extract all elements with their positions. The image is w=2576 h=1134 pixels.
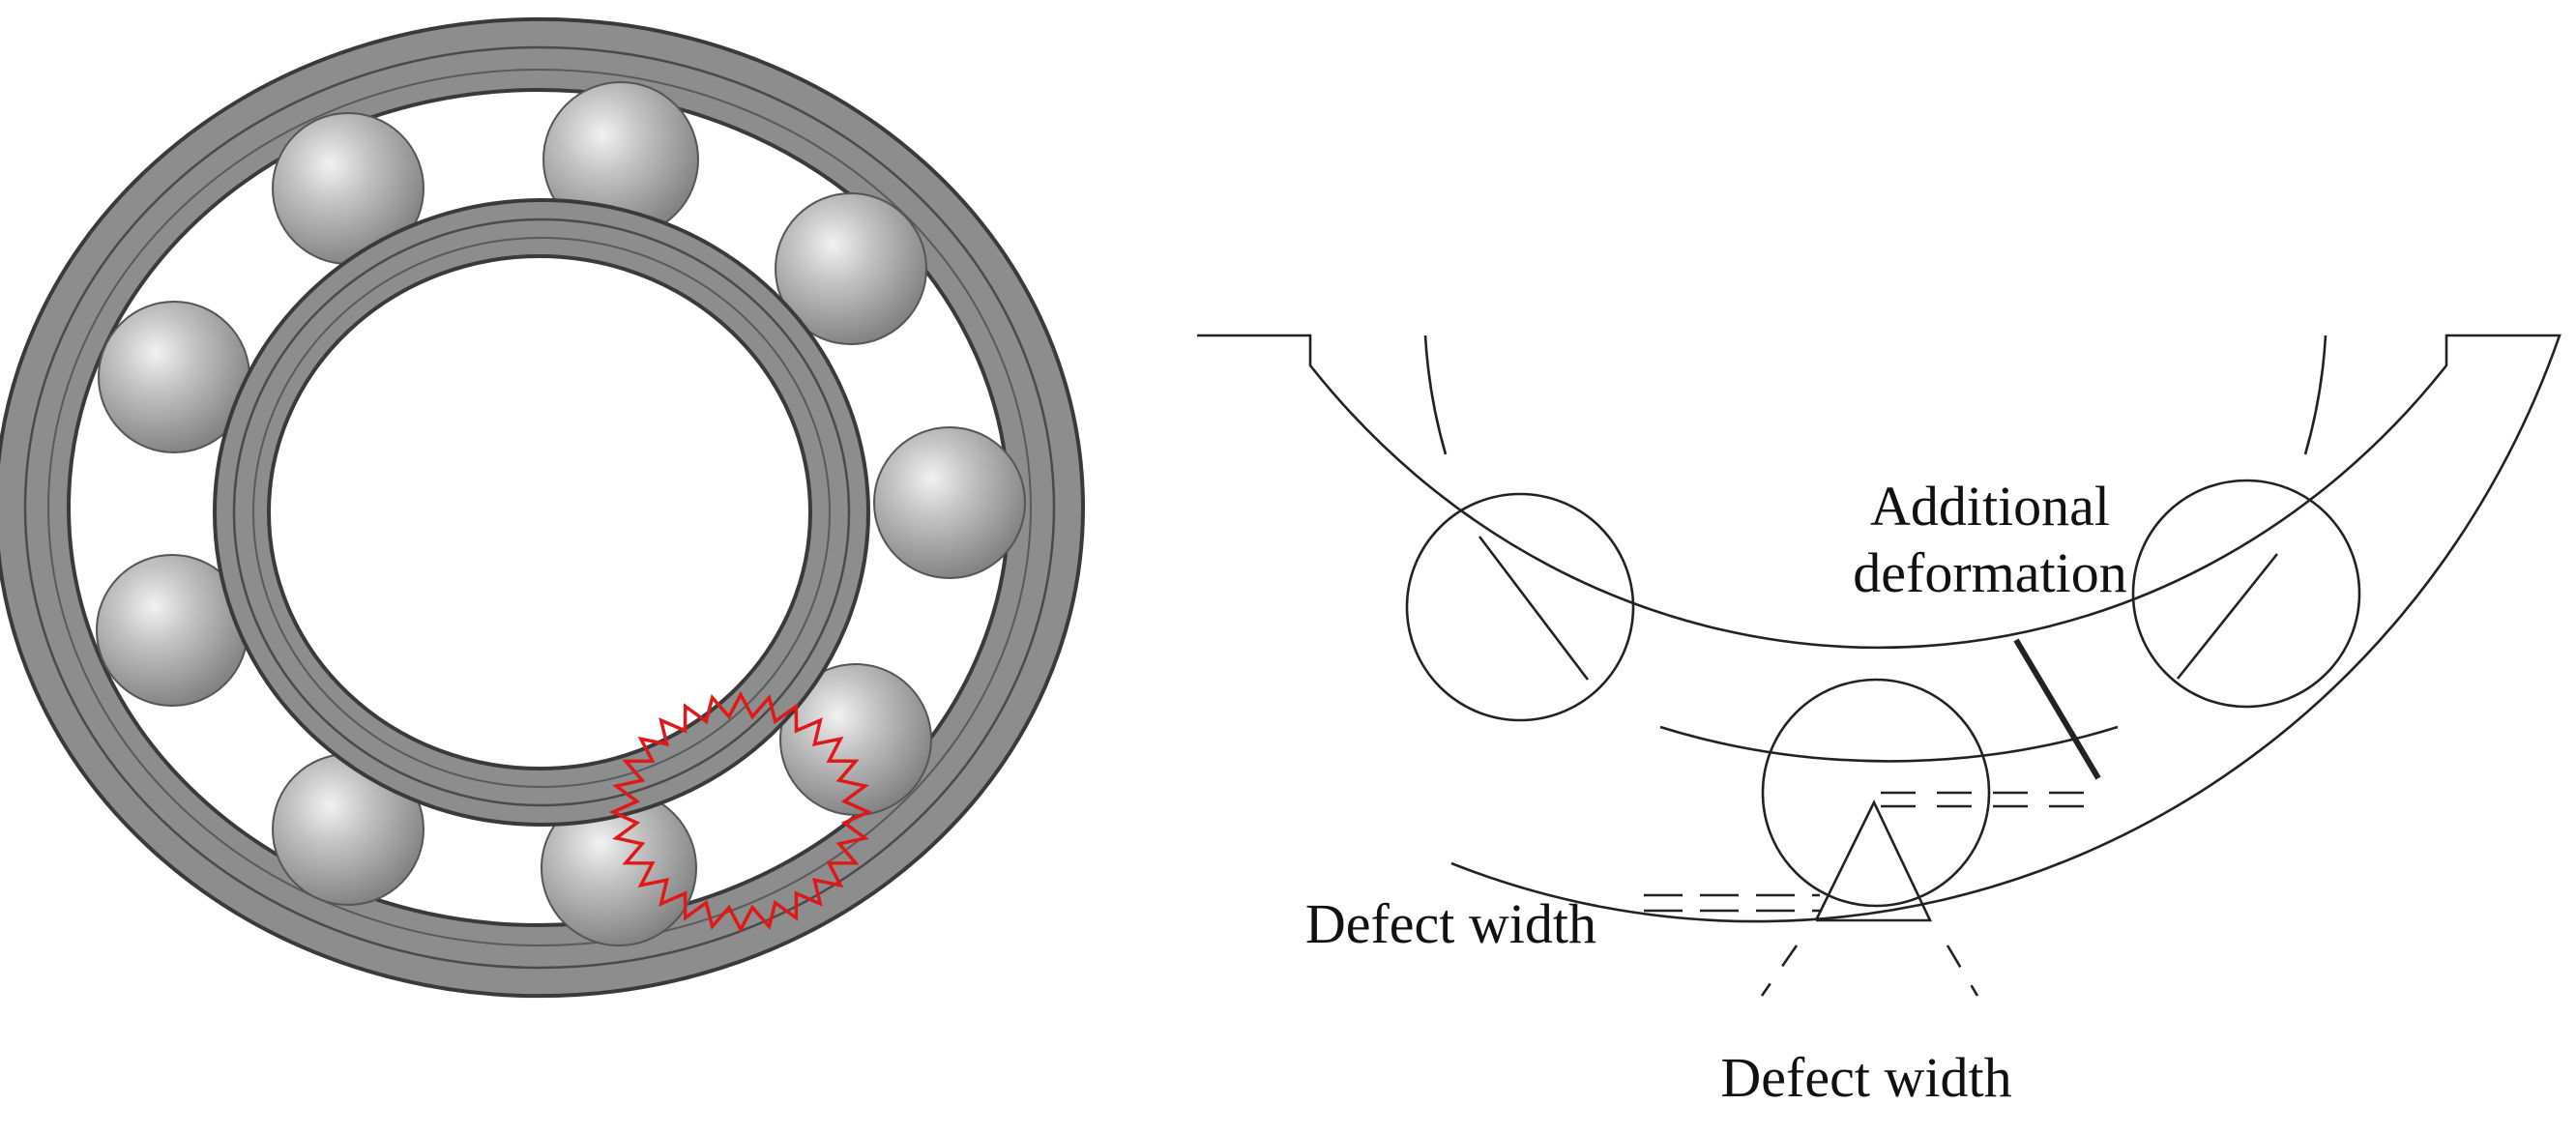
outer-ring-groove xyxy=(23,45,1056,970)
outer-ring-groove-inner xyxy=(47,69,1032,946)
defect-schematic xyxy=(1197,334,2561,997)
ball xyxy=(873,426,1026,579)
outer-ring xyxy=(0,17,1086,998)
ball xyxy=(779,663,932,816)
schematic-ball-center xyxy=(1761,678,1991,908)
rolling-balls xyxy=(96,81,1026,946)
schematic-ball-right-tick xyxy=(2176,553,2279,680)
inner-race-arc-left xyxy=(1423,334,1448,455)
outer-race xyxy=(1197,334,2561,923)
additional-deformation-leader xyxy=(2013,638,2101,780)
inner-race-arc-right xyxy=(2303,334,2327,455)
defect-bottom-dash-right xyxy=(1946,945,1979,997)
defect-width-label-bottom: Defect width xyxy=(1720,1046,2011,1109)
additional-deformation-guides xyxy=(1881,791,2104,808)
schematic-ball-left xyxy=(1405,492,1635,722)
inner-ring-body xyxy=(212,198,871,827)
ball xyxy=(775,192,927,345)
defect-zigzag-outline xyxy=(608,690,873,934)
additional-deformation-label-line1: Additional xyxy=(1870,475,2110,538)
bearing-illustration xyxy=(0,17,1086,998)
schematic-ball-left-tick xyxy=(1478,536,1590,681)
additional-deformation-label-line2: deformation xyxy=(1853,541,2126,604)
defect-highlight xyxy=(608,690,873,934)
defect-width-label-left: Defect width xyxy=(1305,892,1596,955)
defect-width-guides xyxy=(1644,893,1820,913)
defect-bottom-dash-left xyxy=(1760,945,1799,997)
inner-ring-groove xyxy=(232,218,851,807)
defect-triangle xyxy=(1814,800,1933,922)
schematic-ball-right xyxy=(2131,479,2361,709)
inner-ring-groove-2 xyxy=(252,237,831,788)
inner-race-arc-bottom xyxy=(1659,725,2119,763)
